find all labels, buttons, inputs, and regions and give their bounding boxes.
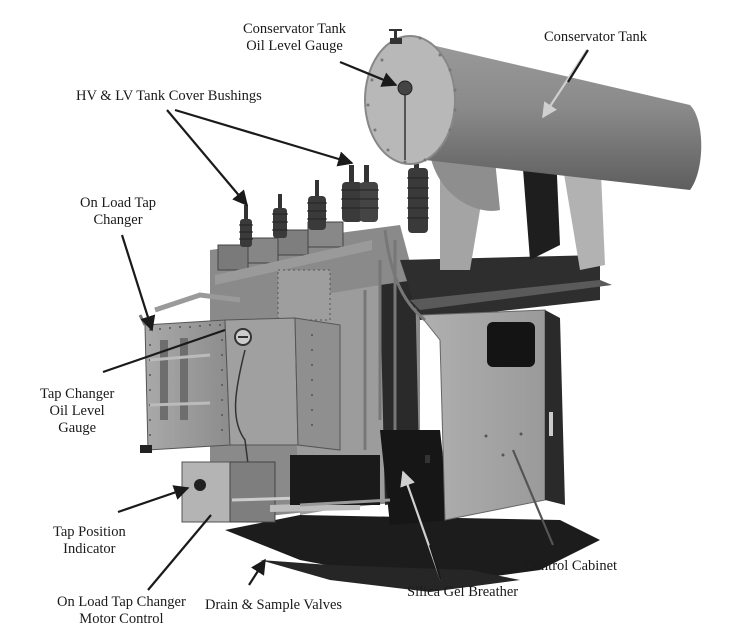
bushing-4 bbox=[341, 165, 363, 222]
label-tc-oil-gauge: Tap Changer Oil Level Gauge bbox=[40, 386, 114, 437]
bushing-5 bbox=[359, 165, 379, 222]
label-conservator-tank: Conservator Tank bbox=[544, 29, 647, 46]
bushing-3 bbox=[307, 180, 327, 230]
label-line: Drain & Sample Valves bbox=[205, 597, 343, 613]
label-bushings: HV & LV Tank Cover Bushings bbox=[76, 88, 262, 105]
label-silica-gel: Silica Gel Breather bbox=[407, 584, 518, 601]
arrow-control-cabinet bbox=[511, 449, 555, 546]
tap-position-indicator-icon bbox=[194, 479, 206, 491]
label-oltc: On Load Tap Changer bbox=[80, 195, 156, 229]
arrow-tap-position bbox=[117, 485, 190, 514]
control-cabinet bbox=[418, 309, 565, 521]
arrow-oltc-motor bbox=[147, 514, 212, 591]
valve-icon bbox=[389, 29, 402, 44]
arrow-conservator-tank-dark bbox=[567, 49, 589, 83]
bushing-turrets bbox=[215, 221, 372, 321]
arrow-bushings-2 bbox=[174, 108, 354, 167]
arrow-bushings-1 bbox=[166, 109, 248, 207]
label-line: On Load Tap bbox=[80, 195, 157, 211]
label-line: Control Cabinet bbox=[524, 558, 618, 574]
label-line: Indicator bbox=[63, 541, 116, 557]
motor-drive-box bbox=[181, 455, 380, 523]
annotation-arrows bbox=[102, 49, 589, 591]
pipework bbox=[299, 229, 426, 507]
label-line: On Load Tap Changer bbox=[57, 594, 186, 610]
label-control-cabinet: Control Cabinet bbox=[524, 558, 617, 575]
arrow-conservator-gauge bbox=[339, 60, 398, 87]
label-line: HV & LV Tank Cover Bushings bbox=[76, 88, 262, 104]
label-conservator-gauge: Conservator Tank Oil Level Gauge bbox=[243, 21, 346, 55]
label-line: Oil Level bbox=[49, 403, 105, 419]
label-line: Silica Gel Breather bbox=[407, 584, 519, 600]
label-line: Tap Changer bbox=[40, 386, 115, 402]
bushing-2 bbox=[272, 194, 288, 238]
label-drain-valves: Drain & Sample Valves bbox=[205, 597, 342, 614]
label-line: Gauge bbox=[58, 420, 97, 436]
label-line: Changer bbox=[93, 212, 143, 228]
arrow-tc-oil-gauge bbox=[102, 328, 226, 374]
label-line: Motor Control bbox=[79, 611, 164, 627]
bushings bbox=[239, 155, 429, 247]
label-line: Conservator Tank bbox=[544, 29, 648, 45]
arrow-drain-valves bbox=[248, 558, 266, 586]
arrow-oltc bbox=[120, 234, 156, 332]
label-line: Conservator Tank bbox=[243, 21, 347, 37]
label-oltc-motor: On Load Tap Changer Motor Control bbox=[57, 594, 186, 628]
conservator-supports bbox=[430, 130, 605, 270]
oltc-compartment bbox=[138, 292, 341, 481]
label-line: Oil Level Gauge bbox=[246, 38, 343, 54]
bushing-1 bbox=[239, 205, 253, 247]
label-tap-position: Tap Position Indicator bbox=[53, 524, 126, 558]
arrow-conservator-tank bbox=[542, 49, 588, 119]
bushing-6 bbox=[407, 155, 429, 233]
arrow-silica-gel-dark bbox=[428, 544, 443, 581]
conservator-oil-gauge-icon bbox=[397, 80, 413, 96]
cabinet-window bbox=[487, 322, 535, 367]
label-line: Tap Position bbox=[53, 524, 126, 540]
base-frame bbox=[225, 515, 600, 592]
